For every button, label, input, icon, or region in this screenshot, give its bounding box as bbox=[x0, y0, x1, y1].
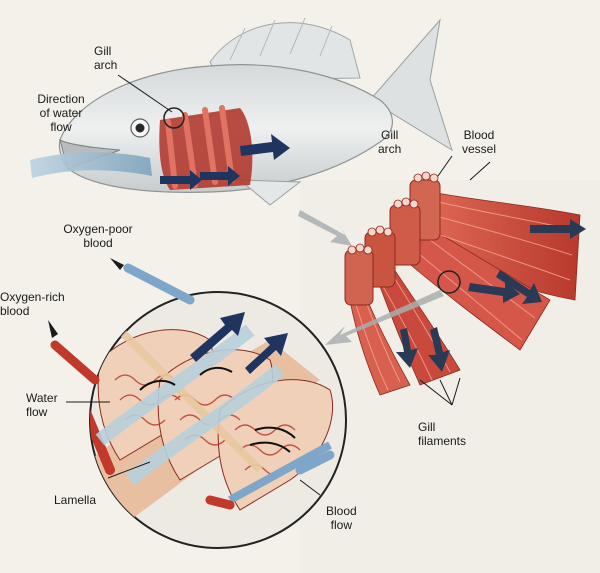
label-gill-arch-bundle: Gill arch bbox=[378, 128, 402, 156]
gill-filament-bundle bbox=[344, 171, 581, 396]
zoom-pointer-1 bbox=[298, 210, 352, 246]
water-flow-arrows-bundle bbox=[396, 219, 586, 372]
label-gill-filaments: Gill filaments bbox=[418, 420, 467, 448]
lamella-callout-circle bbox=[437, 270, 461, 294]
label-oxygen-poor-blood: Oxygen-poor blood bbox=[63, 222, 133, 250]
gill-arch-callout-circle bbox=[163, 107, 185, 129]
label-water-flow: Water flow bbox=[26, 391, 58, 419]
lamella-detail bbox=[89, 291, 347, 549]
oxygen-rich-vessel bbox=[50, 340, 100, 385]
label-blood-flow: Blood flow bbox=[326, 504, 357, 532]
blood-flow-exit-arrow bbox=[205, 495, 235, 510]
label-blood-vessel: Blood vessel bbox=[462, 128, 497, 156]
zoom-pointer-2 bbox=[325, 290, 444, 345]
oxygen-poor-arrow bbox=[110, 258, 124, 270]
oxygen-poor-vessel bbox=[123, 263, 195, 305]
water-flow-arrows-fish bbox=[160, 134, 290, 190]
leader-lines bbox=[66, 74, 491, 496]
blood-flow-exit-vessel bbox=[295, 450, 335, 475]
label-lamella: Lamella bbox=[54, 493, 97, 507]
oxygen-rich-arrow bbox=[48, 320, 58, 338]
label-oxygen-rich-blood: Oxygen-rich blood bbox=[0, 290, 65, 318]
label-gill-arch-fish: Gill arch bbox=[94, 44, 118, 72]
label-direction-of-water-flow: Direction of water flow bbox=[37, 92, 85, 134]
